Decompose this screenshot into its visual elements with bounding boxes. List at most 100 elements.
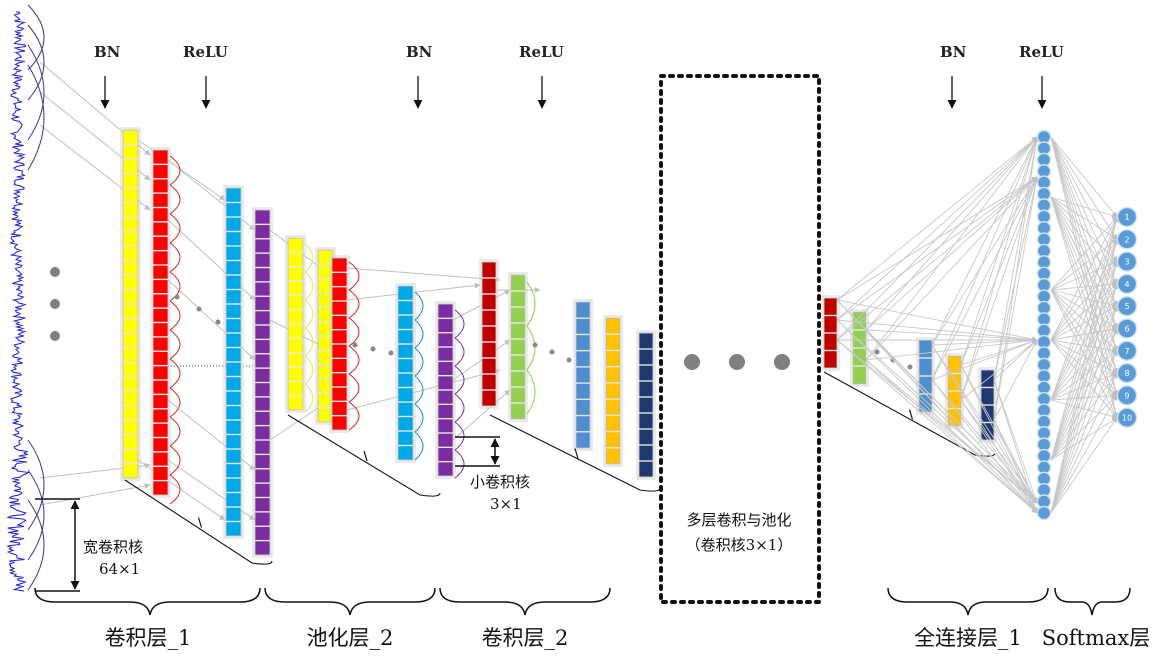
activation-arc bbox=[348, 401, 360, 431]
fc-connection bbox=[836, 319, 1038, 514]
activation-arc bbox=[169, 358, 181, 389]
output-neuron-label: 9 bbox=[1124, 391, 1129, 400]
activation-arc bbox=[348, 317, 360, 347]
fc-connection bbox=[931, 136, 1038, 381]
multi-layer-box: 多层卷积与池化 （卷积核3×1） bbox=[659, 74, 821, 604]
fc-connection bbox=[865, 329, 1038, 514]
activation-arc bbox=[169, 213, 181, 244]
softmax-connection bbox=[1050, 216, 1118, 401]
feature-map-outline bbox=[508, 272, 528, 422]
fc-connection bbox=[865, 329, 1038, 504]
feature-map-outline bbox=[636, 330, 656, 480]
output-neuron-label: 8 bbox=[1124, 369, 1129, 378]
output-neuron bbox=[1116, 318, 1138, 339]
feature-map-column bbox=[481, 261, 497, 407]
activation-arc bbox=[304, 299, 314, 329]
fc-connection bbox=[836, 136, 1038, 321]
vibration-signal-trace bbox=[6, 11, 31, 592]
wide-kernel-annotation: 宽卷积核 64×1 bbox=[35, 498, 143, 592]
softmax-connection bbox=[1050, 196, 1118, 307]
wide-kernel-label: 宽卷积核 bbox=[83, 538, 143, 556]
connection-arrow bbox=[452, 389, 511, 441]
fc-connection bbox=[993, 379, 1038, 504]
feature-map-blocks bbox=[120, 127, 997, 558]
kernel-window-arc bbox=[27, 469, 45, 561]
softmax-connection bbox=[1050, 372, 1118, 514]
feature-map-column bbox=[575, 301, 591, 449]
activation-arc bbox=[169, 184, 181, 215]
softmax-connection bbox=[1050, 216, 1119, 461]
signal-ellipsis-dot bbox=[50, 299, 60, 309]
activation-arc bbox=[454, 421, 465, 451]
softmax-connection bbox=[1050, 261, 1119, 461]
fc-connection bbox=[836, 136, 1038, 341]
fc-connection bbox=[865, 136, 1038, 361]
ellipsis-dot bbox=[352, 342, 358, 348]
activation-arc bbox=[304, 327, 314, 357]
activation-arc bbox=[169, 445, 181, 476]
small-kernel-label: 小卷积核 bbox=[470, 473, 530, 491]
signal-ellipsis-dot bbox=[50, 267, 60, 277]
softmax-connection bbox=[1050, 339, 1118, 396]
ellipsis-dot bbox=[388, 350, 394, 356]
output-neuron bbox=[1116, 229, 1138, 250]
feature-map-outline bbox=[223, 185, 244, 539]
softmax-connection bbox=[1050, 196, 1118, 262]
softmax-connection bbox=[1050, 196, 1118, 352]
softmax-connection bbox=[1050, 326, 1118, 341]
feature-map-outline bbox=[435, 301, 456, 479]
softmax-connection bbox=[1050, 261, 1119, 514]
fc-connection bbox=[836, 319, 1038, 504]
connection-arrow bbox=[167, 219, 256, 301]
layer-label-fc1: 全连接层_1 bbox=[914, 626, 1022, 650]
fc-connection bbox=[931, 379, 1038, 514]
output-neuron-label: 10 bbox=[1122, 414, 1132, 423]
fc-connection bbox=[993, 339, 1038, 421]
connection-arrow bbox=[39, 483, 151, 506]
layer-braces: 卷积层_1 池化层_2 卷积层_2 全连接层_1 Softmax层 bbox=[34, 587, 1151, 650]
fc-connection bbox=[993, 176, 1039, 421]
fc-neuron bbox=[1036, 505, 1052, 521]
output-neuron bbox=[1116, 206, 1138, 228]
feature-map-outline bbox=[150, 147, 171, 498]
fc-connection bbox=[960, 339, 1038, 401]
fc-connection bbox=[931, 176, 1038, 346]
small-kernel-annotation: 小卷积核 3×1 bbox=[455, 436, 530, 513]
bn-label-1: BN bbox=[94, 43, 121, 61]
activation-arc bbox=[414, 403, 424, 433]
relu-label-3: ReLU bbox=[1019, 43, 1064, 61]
softmax-connection bbox=[1050, 339, 1118, 353]
activation-arc bbox=[526, 325, 536, 371]
output-neuron-label: 1 bbox=[1124, 213, 1129, 222]
fc-connection bbox=[836, 339, 1038, 514]
group-bracket-tick bbox=[363, 450, 368, 462]
feature-map-column bbox=[638, 332, 654, 478]
feature-map-outline bbox=[603, 315, 623, 467]
kernel-window-arc bbox=[27, 499, 45, 591]
ellipsis-dot bbox=[370, 346, 376, 352]
activation-arc bbox=[414, 431, 424, 461]
softmax-connection bbox=[1050, 339, 1118, 374]
output-neuron bbox=[1116, 340, 1138, 361]
activation-arc bbox=[169, 387, 181, 418]
fc-connection bbox=[960, 176, 1038, 401]
input-signal bbox=[6, 4, 60, 592]
fc-connection bbox=[836, 176, 1038, 341]
softmax-connection bbox=[1050, 350, 1118, 514]
feature-map-column bbox=[510, 274, 526, 420]
bn-relu-markers: BN ReLU BN ReLU BN ReLU bbox=[94, 43, 1064, 109]
bn-label-3: BN bbox=[940, 43, 967, 61]
ellipsis-dot bbox=[196, 306, 202, 312]
bn-label-2: BN bbox=[406, 43, 433, 61]
feature-map-outline bbox=[479, 259, 499, 409]
output-neuron bbox=[1116, 385, 1138, 406]
output-neuron bbox=[1116, 273, 1138, 295]
activation-arc bbox=[454, 309, 465, 339]
fc-connection bbox=[931, 176, 1038, 381]
activation-arc bbox=[169, 300, 181, 331]
signal-ellipsis-dot bbox=[50, 331, 60, 341]
layer-label-softmax: Softmax层 bbox=[1042, 626, 1151, 650]
feature-map-outline bbox=[821, 295, 840, 371]
fc-connection bbox=[993, 136, 1039, 381]
feature-map-outline bbox=[395, 283, 416, 463]
